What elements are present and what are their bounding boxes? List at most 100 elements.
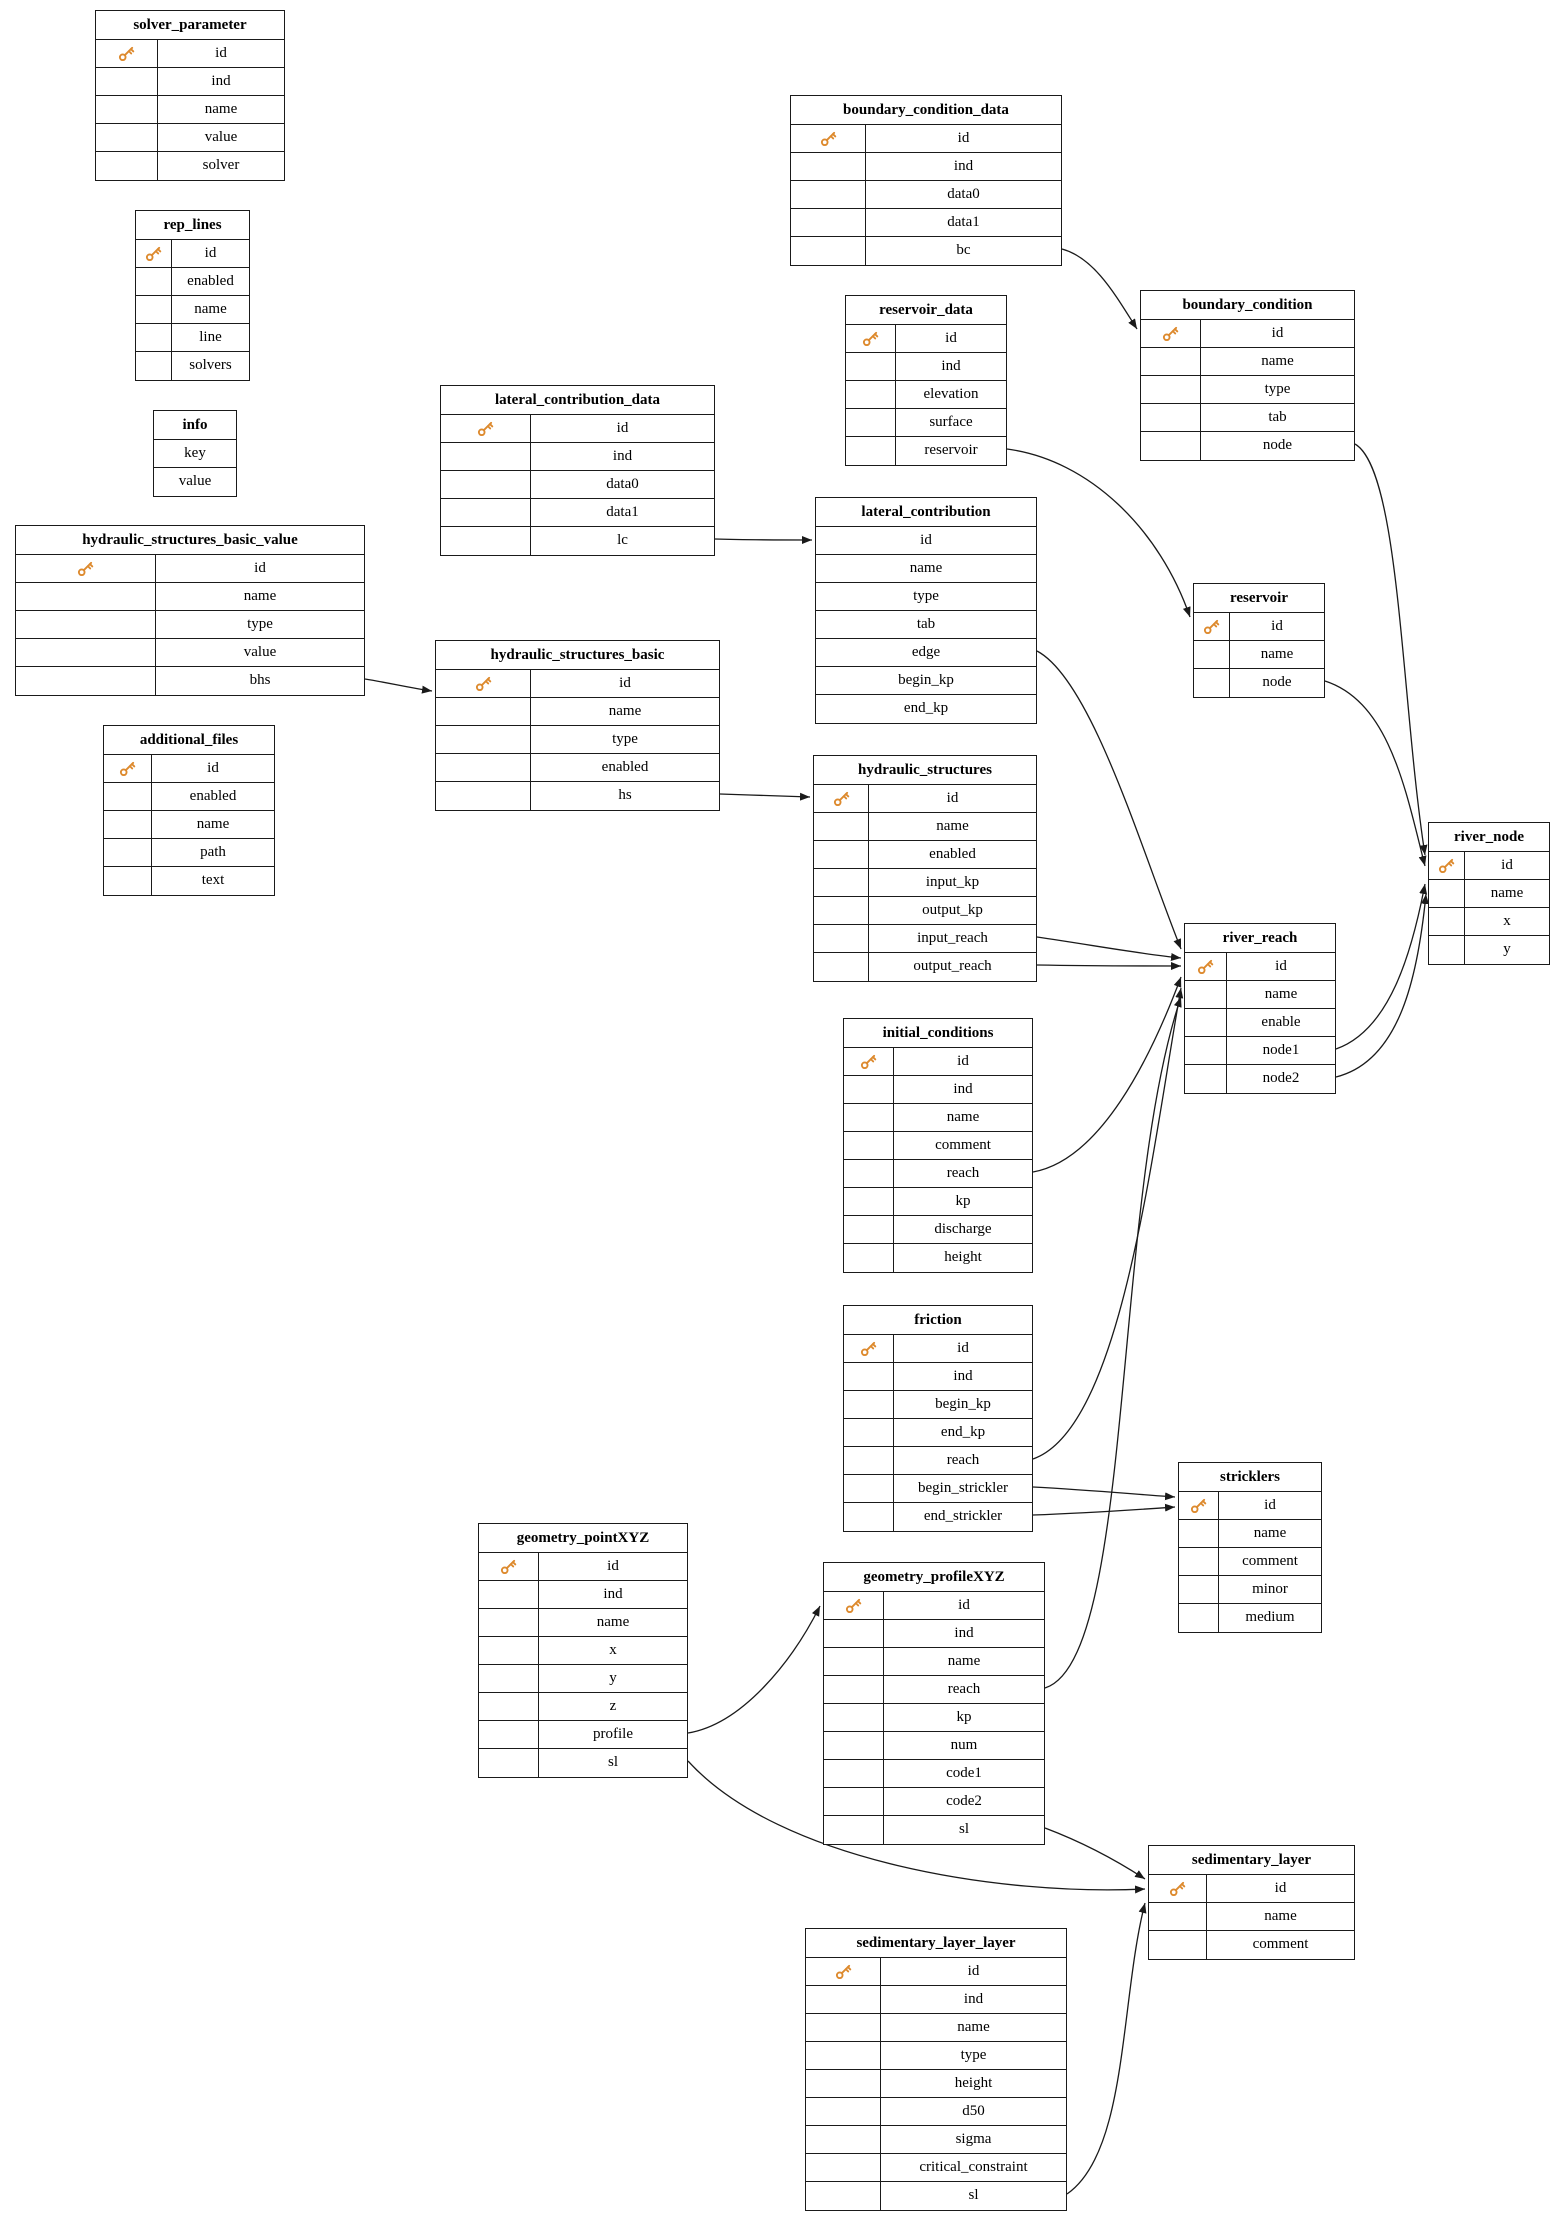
field-row: id xyxy=(479,1553,687,1581)
empty-key-cell xyxy=(1185,1009,1227,1036)
table-title-info: info xyxy=(154,411,236,440)
field-name: input_kp xyxy=(925,874,980,890)
field-name: y xyxy=(609,1670,617,1686)
field-row: enabled xyxy=(436,754,719,782)
key-icon xyxy=(1162,326,1179,342)
field-name: value xyxy=(204,129,238,145)
empty-key-cell xyxy=(479,1637,539,1664)
field-name: key xyxy=(184,445,206,461)
field-name: ind xyxy=(941,358,961,374)
field-name: id xyxy=(215,45,227,61)
key-icon xyxy=(860,1341,877,1357)
empty-key-cell xyxy=(814,925,869,952)
field-name: type xyxy=(960,2047,987,2063)
field-name: discharge xyxy=(934,1221,992,1237)
primary-key-cell xyxy=(96,40,158,67)
field-row: data0 xyxy=(791,181,1061,209)
field-name: solver xyxy=(202,157,240,173)
field-name: lc xyxy=(617,532,628,548)
edge-lateral-contribution-data-lc-to-lateral-contribution xyxy=(714,535,813,544)
table-title-reservoir: reservoir xyxy=(1194,584,1324,613)
primary-key-cell xyxy=(844,1335,894,1362)
field-row: enabled xyxy=(814,841,1036,869)
field-row: code2 xyxy=(824,1788,1044,1816)
field-row: bhs xyxy=(16,667,364,695)
field-name: text xyxy=(201,872,225,888)
field-row: x xyxy=(479,1637,687,1665)
empty-key-cell xyxy=(104,839,152,866)
table-title-rep_lines: rep_lines xyxy=(136,211,249,240)
field-row: name xyxy=(1179,1520,1321,1548)
key-icon xyxy=(833,791,849,807)
empty-key-cell xyxy=(16,611,156,638)
field-name: id xyxy=(1274,1880,1287,1896)
field-name: id xyxy=(920,532,932,548)
field-name: value xyxy=(243,644,277,660)
field-name: id xyxy=(967,1963,980,1979)
field-row: output_kp xyxy=(814,897,1036,925)
empty-key-cell xyxy=(16,667,156,695)
field-row: data0 xyxy=(441,471,714,499)
field-row: sl xyxy=(479,1749,687,1777)
empty-key-cell xyxy=(824,1648,884,1675)
field-name: ind xyxy=(211,73,231,89)
field-name: sigma xyxy=(955,2131,992,2147)
field-name: name xyxy=(947,1653,981,1669)
field-row: enabled xyxy=(136,268,249,296)
field-name: output_reach xyxy=(913,958,992,974)
field-row: name xyxy=(1429,880,1549,908)
key-icon xyxy=(500,1559,517,1575)
empty-key-cell xyxy=(846,409,896,436)
key-icon xyxy=(862,331,879,347)
empty-key-cell xyxy=(96,96,158,123)
table-title-sedimentary_layer_layer: sedimentary_layer_layer xyxy=(806,1929,1066,1958)
field-row: id xyxy=(1185,953,1335,981)
field-row: code1 xyxy=(824,1760,1044,1788)
field-name: name xyxy=(608,703,642,719)
empty-key-cell xyxy=(824,1676,884,1703)
field-row: hs xyxy=(436,782,719,810)
key-icon xyxy=(1438,858,1455,874)
field-row: name xyxy=(844,1104,1032,1132)
field-name: type xyxy=(247,616,273,632)
field-name: begin_strickler xyxy=(918,1480,1008,1496)
field-row: comment xyxy=(1149,1931,1354,1959)
field-row: id xyxy=(806,1958,1066,1986)
field-row: x xyxy=(1429,908,1549,936)
field-row: id xyxy=(1141,320,1354,348)
field-name: medium xyxy=(1245,1609,1295,1625)
field-name: enabled xyxy=(601,759,649,775)
field-row: text xyxy=(104,867,274,895)
field-row: id xyxy=(16,555,364,583)
empty-key-cell xyxy=(806,1986,881,2013)
field-row: sl xyxy=(824,1816,1044,1844)
field-name: node xyxy=(1262,437,1293,453)
field-name: type xyxy=(1264,381,1291,397)
key-icon xyxy=(118,46,135,62)
field-row: edge xyxy=(816,639,1036,667)
table-title-additional_files: additional_files xyxy=(104,726,274,755)
primary-key-cell xyxy=(441,415,531,442)
field-name: type xyxy=(913,588,939,604)
empty-key-cell xyxy=(806,2126,881,2153)
field-row: kp xyxy=(824,1704,1044,1732)
field-row: lc xyxy=(441,527,714,555)
field-name: ind xyxy=(953,1081,973,1097)
empty-key-cell xyxy=(844,1160,894,1187)
field-name: begin_kp xyxy=(898,672,954,688)
field-row: reach xyxy=(844,1160,1032,1188)
edge-hydraulic-structures-basic-value-bhs-to-hydraulic-structures-basic xyxy=(364,678,433,694)
field-name: enable xyxy=(1261,1014,1301,1030)
field-row: id xyxy=(846,325,1006,353)
field-name: comment xyxy=(935,1137,991,1153)
field-name: code1 xyxy=(946,1765,982,1781)
field-name: reach xyxy=(946,1452,980,1468)
primary-key-cell xyxy=(1185,953,1227,980)
